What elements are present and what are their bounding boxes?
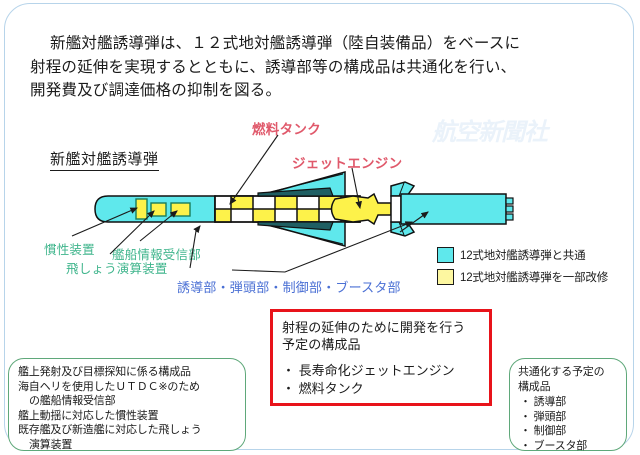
left-box-item-cont: 演算装置 — [29, 438, 73, 451]
red-box-heading: 射程の延伸のために開発を行う 予定の構成品 — [282, 319, 480, 353]
right-box-list: ・ 誘導部 ・ 弾頭部 ・ 制御部 ・ ブースタ部 — [518, 395, 620, 453]
red-box-item: ・ 燃料タンク — [282, 381, 364, 396]
label-missile-sections: 誘導部・弾頭部・制御部・ブースタ部 — [177, 280, 401, 295]
red-box-heading-line-1: 射程の延伸のために開発を行う — [282, 320, 466, 335]
headline-line-3: 開発費及び調達価格の抑制を図る。 — [30, 82, 282, 99]
legend-item: 12式地対艦誘導弾と共通 — [437, 247, 608, 263]
watermark: 航空新聞社 — [432, 119, 548, 146]
left-box-item-text: 海自ヘリを使用したＵＴＤＣ※のため — [18, 380, 200, 393]
right-box-item: ・ ブースタ部 — [520, 439, 588, 452]
right-box-item: ・ 弾頭部 — [520, 410, 567, 423]
legend-item: 12式地対艦誘導弾を一部改修 — [437, 269, 608, 285]
label-flight-computer: 飛しょう演算装置 — [66, 262, 168, 276]
legend: 12式地対艦誘導弾と共通 12式地対艦誘導弾を一部改修 — [437, 247, 608, 291]
shipborne-components-box: 艦上発射及び目標探知に係る構成品 海自ヘリを使用したＵＴＤＣ※のため の艦船情報… — [8, 358, 246, 451]
label-ship-data-receiver: 艦船情報受信部 — [112, 248, 201, 262]
left-box-item-cont: の艦船情報受信部 — [29, 395, 116, 407]
callout-jet-engine: ジェットエンジン — [292, 156, 403, 171]
left-box-item-text: 艦上動揺に対応した慣性装置 — [18, 409, 159, 422]
outer-frame — [4, 3, 634, 450]
red-box-list: ・ 長寿命化ジェットエンジン ・ 燃料タンク — [282, 362, 480, 398]
left-box-list: 海自ヘリを使用したＵＴＤＣ※のため の艦船情報受信部 艦上動揺に対応した慣性装置… — [18, 380, 238, 453]
list-item: 艦上動揺に対応した慣性装置 — [18, 409, 238, 424]
legend-label-modified: 12式地対艦誘導弾を一部改修 — [460, 272, 608, 284]
headline-line-1: 新艦対艦誘導弾は、１２式地対艦誘導弾（陸自装備品）をベースに — [50, 35, 521, 52]
right-box-heading-line-2: 構成品 — [518, 380, 551, 393]
headline-paragraph: 新艦対艦誘導弾は、１２式地対艦誘導弾（陸自装備品）をベースに 射程の延伸を実現す… — [30, 32, 620, 103]
right-box-heading: 共通化する予定の 構成品 — [518, 365, 620, 394]
label-inertial-device: 慣性装置 — [44, 243, 95, 257]
diagram-title: 新艦対艦誘導弾 — [50, 148, 159, 171]
common-components-box: 共通化する予定の 構成品 ・ 誘導部 ・ 弾頭部 ・ 制御部 ・ ブースタ部 — [509, 358, 627, 453]
right-box-heading-line-1: 共通化する予定の — [518, 366, 605, 378]
right-box-item: ・ 誘導部 — [520, 396, 567, 408]
legend-swatch-modified — [437, 269, 454, 285]
legend-label-common: 12式地対艦誘導弾と共通 — [460, 250, 586, 262]
list-item: 海自ヘリを使用したＵＴＤＣ※のため の艦船情報受信部 — [18, 380, 238, 409]
list-item: 既存艦及び新造艦に対応した飛しょう 演算装置 — [18, 423, 238, 452]
callout-fuel-tank: 燃料タンク — [252, 122, 321, 137]
right-box-item: ・ 制御部 — [520, 425, 567, 437]
legend-swatch-common — [437, 247, 454, 263]
left-box-item-text: 既存艦及び新造艦に対応した飛しょう — [18, 424, 202, 436]
red-box-item: ・ 長寿命化ジェットエンジン — [282, 363, 455, 378]
left-box-heading: 艦上発射及び目標探知に係る構成品 — [18, 366, 191, 378]
red-development-box: 射程の延伸のために開発を行う 予定の構成品 ・ 長寿命化ジェットエンジン ・ 燃… — [270, 309, 492, 406]
headline-line-2: 射程の延伸を実現するとともに、誘導部等の構成品は共通化を行い、 — [30, 58, 517, 76]
red-box-heading-line-2: 予定の構成品 — [282, 337, 361, 352]
